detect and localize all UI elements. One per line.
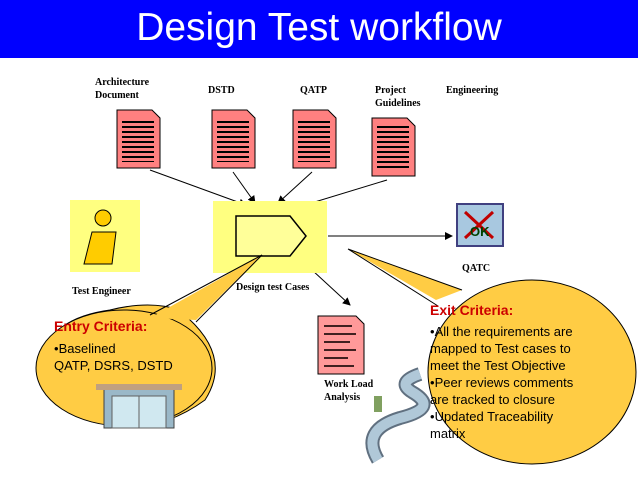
exit-line-6: •Updated Traceability bbox=[430, 408, 573, 425]
dstd-document-icon bbox=[211, 109, 256, 169]
entry-criteria-heading: Entry Criteria: bbox=[54, 318, 148, 334]
entry-criteria-text: Entry Criteria: •Baselined QATP, DSRS, D… bbox=[54, 318, 173, 374]
exit-criteria-heading: Exit Criteria: bbox=[430, 302, 514, 318]
qatc-ok-icon: OK bbox=[456, 203, 504, 247]
architecture-doc-label-line1: Architecture bbox=[95, 77, 150, 88]
exit-line-6-text: Updated Traceability bbox=[434, 409, 554, 424]
exit-line-1-text: All the requirements are bbox=[434, 324, 573, 339]
page-title: Design Test workflow bbox=[136, 6, 502, 49]
test-engineer-label: Test Engineer bbox=[72, 286, 131, 297]
exit-line-3: meet the Test Objective bbox=[430, 358, 566, 373]
project-guidelines-label-line1: Project bbox=[375, 85, 406, 96]
exit-criteria-text: Exit Criteria: •All the requirements are… bbox=[430, 302, 573, 442]
work-load-label-line2: Analysis bbox=[324, 392, 361, 403]
architecture-doc-label: Architecture Document bbox=[95, 76, 149, 102]
work-load-analysis-label: Work Load Analysis bbox=[324, 378, 373, 404]
door-entry-icon bbox=[96, 384, 182, 429]
exit-bullet-1: • bbox=[430, 324, 435, 339]
exit-line-7: matrix bbox=[430, 426, 466, 441]
exit-line-5: are tracked to closure bbox=[430, 392, 556, 407]
title-bar bbox=[0, 0, 638, 58]
design-test-cases-label: Design test Cases bbox=[236, 282, 310, 293]
engineering-label: Engineering bbox=[446, 85, 499, 96]
winding-road-icon bbox=[365, 367, 431, 464]
architecture-doc-label-line2: Document bbox=[95, 90, 139, 101]
entry-criteria-item-1: •Baselined bbox=[54, 340, 173, 357]
entry-item-text-1: Baselined bbox=[58, 341, 116, 356]
qatp-label: QATP bbox=[300, 85, 328, 96]
work-load-label-line1: Work Load bbox=[324, 379, 374, 390]
process-arrow-icon bbox=[213, 201, 327, 273]
project-guidelines-document-icon bbox=[371, 117, 416, 177]
project-guidelines-label: Project Guidelines bbox=[375, 84, 421, 110]
project-guidelines-label-line2: Guidelines bbox=[375, 98, 421, 109]
test-engineer-icon bbox=[70, 200, 140, 272]
architecture-document-icon bbox=[116, 109, 161, 169]
qatp-document-icon bbox=[292, 109, 337, 169]
exit-line-4-text: Peer reviews comments bbox=[434, 375, 574, 390]
svg-text:OK: OK bbox=[470, 224, 490, 239]
work-load-document-icon bbox=[317, 315, 365, 375]
entry-criteria-item-2: QATP, DSRS, DSTD bbox=[54, 358, 173, 373]
entry-bullet: • bbox=[54, 341, 59, 356]
exit-line-1: •All the requirements are bbox=[430, 323, 573, 340]
exit-criteria-callout bbox=[347, 248, 637, 465]
exit-bullet-2: • bbox=[430, 375, 435, 390]
exit-line-2: mapped to Test cases to bbox=[430, 341, 571, 356]
qatc-label: QATC bbox=[462, 263, 491, 274]
exit-line-4: •Peer reviews comments bbox=[430, 374, 573, 391]
dstd-label: DSTD bbox=[208, 85, 235, 96]
exit-bullet-3: • bbox=[430, 409, 435, 424]
